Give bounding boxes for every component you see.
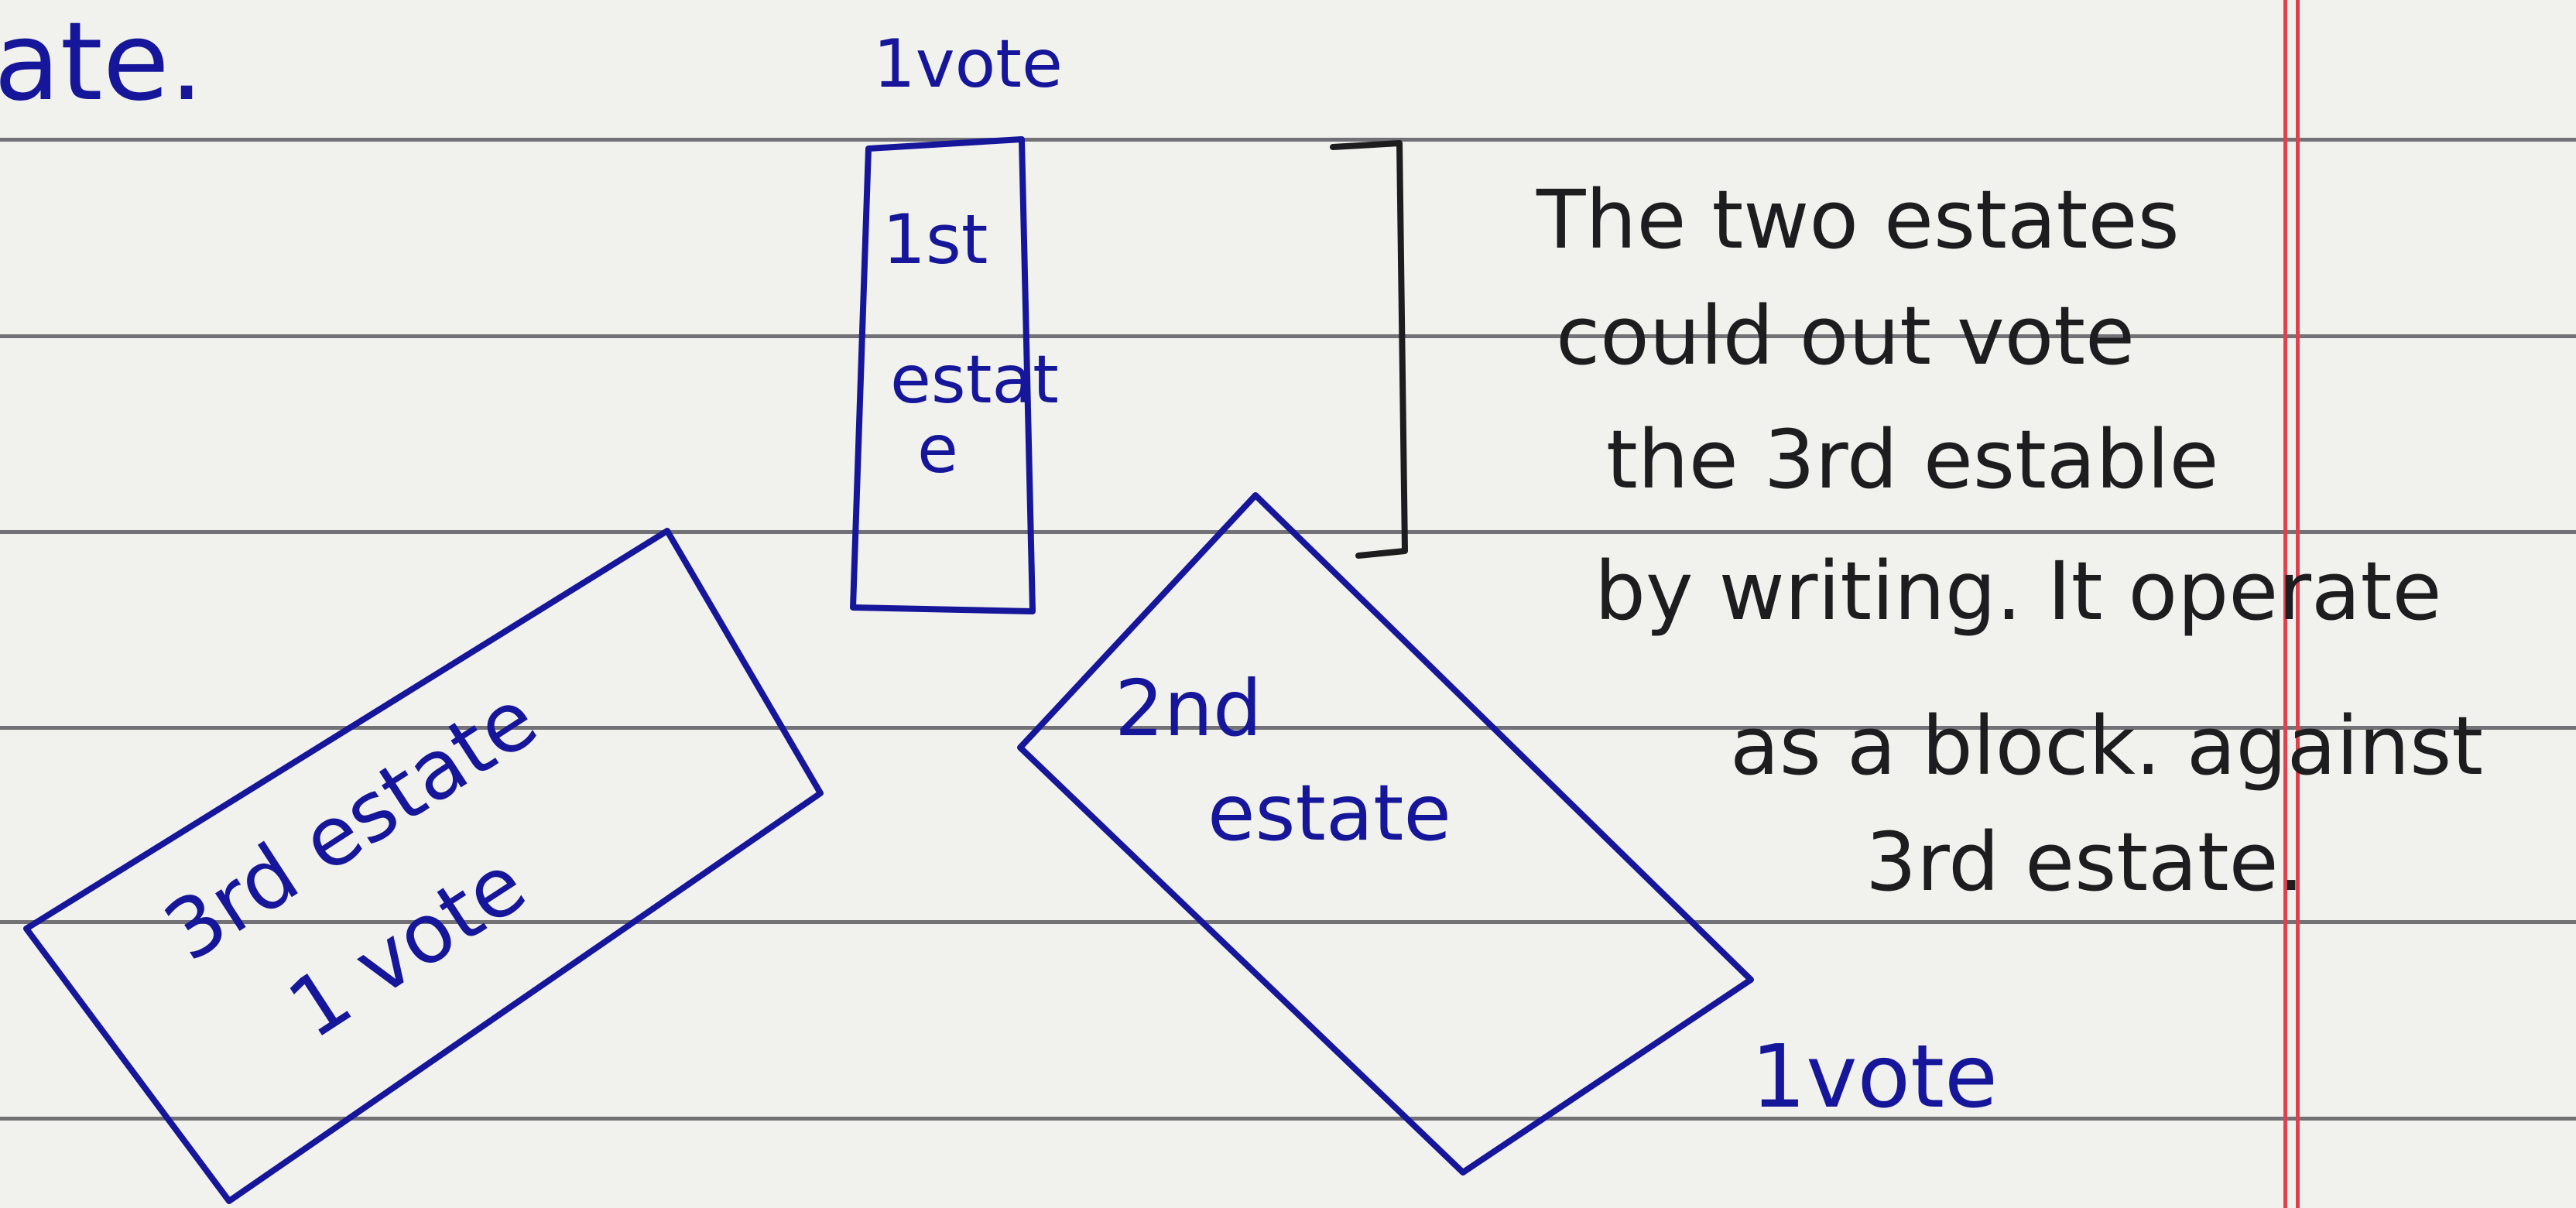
- third-estate-box: [23, 528, 824, 1204]
- first-estate-line2: estat: [890, 341, 1059, 419]
- rule-line: [0, 1117, 2576, 1121]
- bracket-mark: [1330, 140, 1408, 559]
- rule-line: [0, 334, 2576, 338]
- first-estate-group: 1vote 1st estat e: [850, 26, 1063, 614]
- note-line: by writing. It operate: [1595, 544, 2441, 638]
- note-line: 3rd estate.: [1865, 815, 2304, 909]
- rule-line: [0, 726, 2576, 730]
- note-line: The two estates: [1536, 173, 2180, 267]
- fragment-text: ate.: [0, 0, 204, 125]
- rule-line: [0, 530, 2576, 534]
- rule-line: [0, 138, 2576, 142]
- second-estate-group: 2nd estate 1vote: [1017, 492, 1998, 1175]
- note-line: could out vote: [1556, 289, 2135, 383]
- first-estate-box: [850, 136, 1036, 614]
- third-estate-group: 3rd estate 1 vote: [23, 528, 824, 1204]
- first-estate-line1: 1st: [882, 200, 988, 279]
- second-estate-line2: estate: [1208, 768, 1451, 858]
- margin-line: [2283, 0, 2287, 1208]
- second-estate-line1: 2nd: [1115, 663, 1262, 754]
- first-estate-line3: e: [917, 411, 958, 488]
- note-line: as a block. against: [1730, 699, 2483, 793]
- note-line: the 3rd estable: [1606, 412, 2218, 507]
- margin-line: [2296, 0, 2300, 1208]
- estate-note: The two estates could out vote the 3rd e…: [1536, 173, 2483, 909]
- second-estate-box: [1017, 492, 1754, 1175]
- first-estate-vote-label: 1vote: [873, 26, 1063, 103]
- second-estate-vote-label: 1vote: [1751, 1027, 1998, 1128]
- rule-line: [0, 920, 2576, 924]
